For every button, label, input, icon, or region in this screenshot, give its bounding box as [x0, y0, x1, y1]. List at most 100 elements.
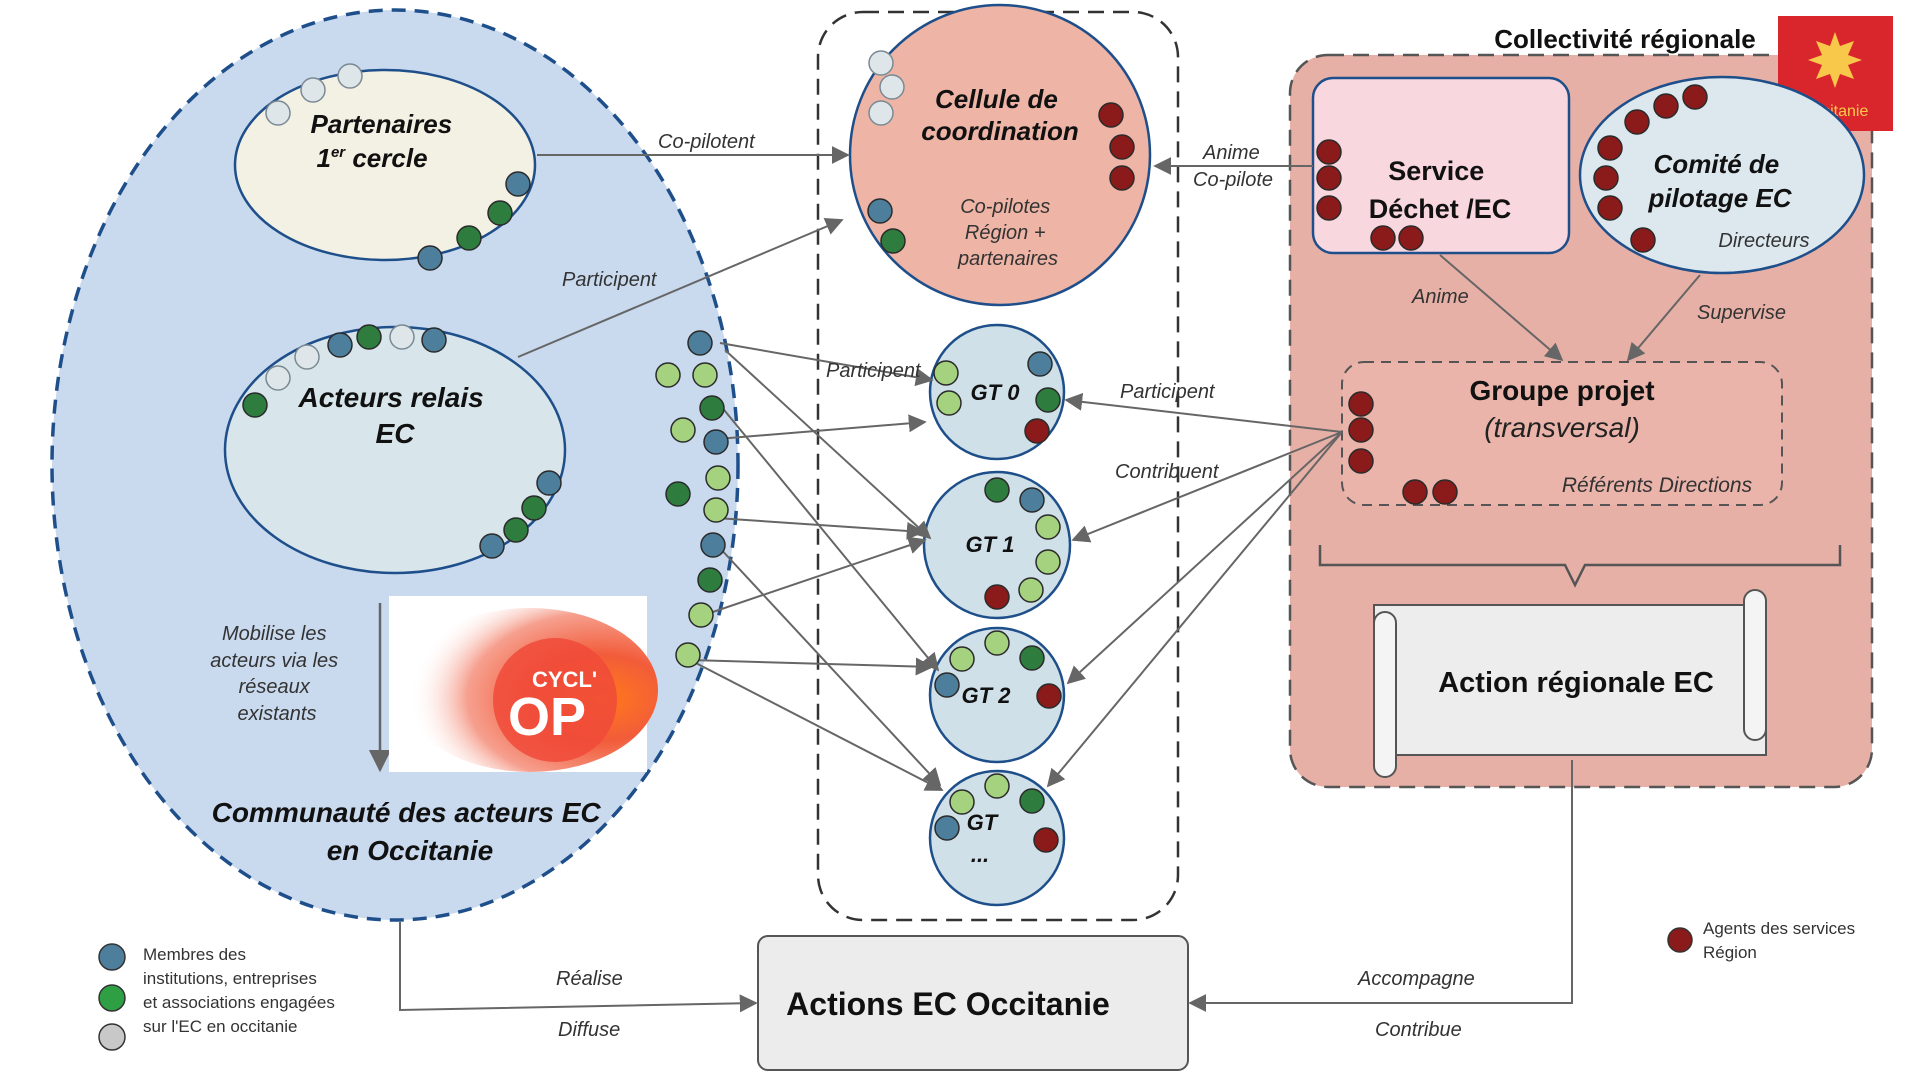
action-regionale-label: Action régionale EC	[1438, 667, 1714, 699]
cellule-coordination-sub: Co-pilotes Région + partenaires	[957, 196, 1058, 270]
copilote-label: Co-pilote	[1193, 169, 1273, 191]
legend-blue-dot	[98, 943, 126, 971]
actions-ec-box	[757, 935, 1189, 1071]
member-dot	[1098, 102, 1124, 128]
member-dot	[705, 465, 731, 491]
acteurs-relais-label: Acteurs relais EC	[298, 382, 492, 449]
member-dot	[697, 567, 723, 593]
member-dot	[479, 533, 505, 559]
member-dot	[1682, 84, 1708, 110]
contribuent-label: Contribuent	[1115, 461, 1220, 483]
realise-label: Réalise	[556, 968, 623, 990]
member-dot	[1597, 135, 1623, 161]
member-dot	[1035, 514, 1061, 540]
member-dot	[487, 200, 513, 226]
member-dot	[1653, 93, 1679, 119]
member-dot	[879, 74, 905, 100]
member-dot	[1316, 195, 1342, 221]
region-brace	[1318, 545, 1842, 588]
service-to-groupe-arrow	[1439, 254, 1564, 362]
service-dechet-label: Service Déchet /EC	[1369, 156, 1512, 224]
cellule-coordination-circle	[848, 3, 1152, 307]
cyclop-logo: CYCL' OP	[389, 596, 658, 772]
anime-label-2: Anime	[1411, 286, 1469, 308]
member-dot	[1033, 827, 1059, 853]
member-dot	[868, 100, 894, 126]
member-dot	[265, 365, 291, 391]
member-dot	[936, 390, 962, 416]
member-dot	[389, 324, 415, 350]
member-dot	[1035, 549, 1061, 575]
member-dot	[867, 198, 893, 224]
participent-label-1: Participent	[562, 269, 658, 291]
member-dot	[868, 50, 894, 76]
groupe-to-gt2-arrow	[1066, 431, 1343, 685]
groupe-to-gt0-arrow	[1064, 392, 1343, 433]
member-dot	[421, 327, 447, 353]
partenaires-label: Partenaires 1er cercle	[311, 109, 460, 173]
member-dot	[692, 362, 718, 388]
member-dot	[675, 642, 701, 668]
gt-more-label: GT ...	[967, 810, 1004, 867]
member-dot	[1109, 165, 1135, 191]
member-dot	[1398, 225, 1424, 251]
member-dot	[242, 392, 268, 418]
member-dot	[655, 362, 681, 388]
mobilise-label: Mobilise les acteurs via les réseaux exi…	[210, 623, 343, 725]
member-dot	[417, 245, 443, 271]
groupe-to-gt3-arrow	[1046, 431, 1343, 788]
member-dot	[1432, 479, 1458, 505]
member-dot	[665, 481, 691, 507]
member-dot	[1593, 165, 1619, 191]
member-dot	[1019, 487, 1045, 513]
member-dot	[503, 517, 529, 543]
member-dot	[984, 477, 1010, 503]
groupe-to-gt1-arrow	[1071, 431, 1343, 543]
member-dot	[1027, 351, 1053, 377]
comite-pilotage-ellipse	[1578, 75, 1866, 275]
member-dots	[242, 50, 1708, 853]
member-dot	[703, 497, 729, 523]
community-title: Communauté des acteurs EC en Occitanie	[212, 797, 609, 866]
member-dot	[1348, 448, 1374, 474]
comite-to-groupe-arrow	[1626, 274, 1701, 362]
member-dot	[699, 395, 725, 421]
legend-members: Membres des institutions, entreprises et…	[98, 943, 340, 1051]
member-dot	[294, 344, 320, 370]
svg-text:OP: OP	[508, 687, 586, 747]
partenaires-ellipse	[233, 68, 537, 262]
participent-cellule-arrow	[517, 218, 844, 358]
legend-members-text: Membres des institutions, entreprises et…	[143, 945, 340, 1036]
community-to-gt1-arrow-1	[724, 349, 932, 540]
member-dot	[265, 100, 291, 126]
member-dot	[984, 630, 1010, 656]
community-to-gt3-arrow-2	[689, 659, 944, 791]
copilotent-label: Co-pilotent	[658, 131, 756, 153]
member-dot	[687, 330, 713, 356]
diffuse-label: Diffuse	[558, 1019, 620, 1041]
region-header: Collectivité régionale	[1494, 24, 1756, 54]
member-dot	[933, 360, 959, 386]
member-dot	[700, 532, 726, 558]
community-to-gt3-arrow-1	[716, 544, 942, 787]
gt0-label: GT 0	[971, 380, 1021, 405]
member-dot	[1370, 225, 1396, 251]
cellule-coordination-label: Cellule de coordination	[921, 84, 1078, 146]
action-regionale-scroll	[1373, 589, 1767, 778]
svg-text:CYCL': CYCL'	[532, 667, 597, 692]
community-to-gt1-arrow-3	[703, 536, 927, 616]
member-dot	[1036, 683, 1062, 709]
member-dot	[327, 332, 353, 358]
member-dot	[1316, 139, 1342, 165]
supervise-label: Supervise	[1697, 302, 1786, 324]
member-dot	[521, 495, 547, 521]
legend-agents-text: Agents des services Région	[1703, 919, 1860, 962]
member-dot	[1035, 387, 1061, 413]
member-dot	[1402, 479, 1428, 505]
member-dot	[1348, 417, 1374, 443]
gt2-label: GT 2	[962, 683, 1012, 708]
legend-red-dot	[1667, 927, 1693, 953]
member-dot	[456, 225, 482, 251]
member-dot	[505, 171, 531, 197]
